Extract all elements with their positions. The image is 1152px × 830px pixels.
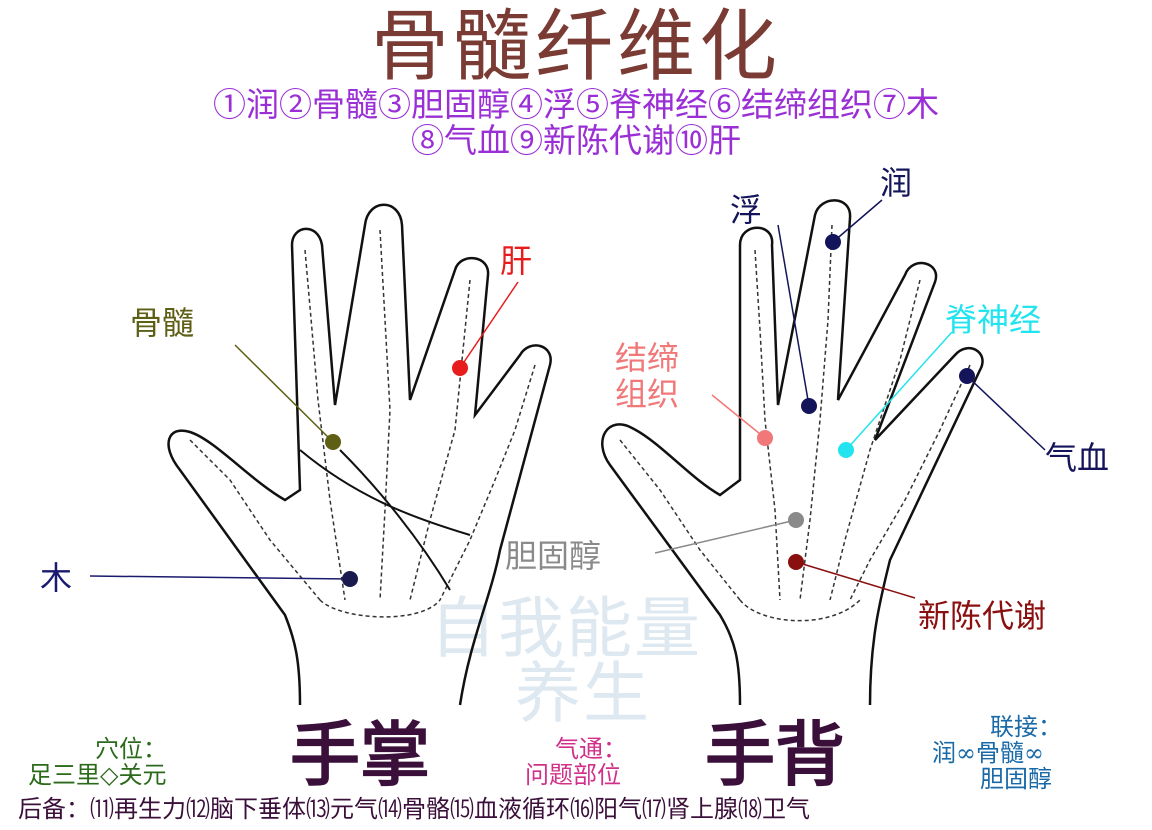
leader-gan (459, 281, 519, 369)
leader-run (832, 199, 883, 243)
leader-mu (89, 575, 351, 580)
palm-creases (299, 449, 471, 591)
lianjie-line2: 胆固醇 (980, 765, 1052, 793)
xuewei-title: 穴位： (95, 735, 167, 763)
label-jiedi-line2: 组织 (615, 375, 680, 413)
label-fu: 浮 (730, 191, 763, 229)
leader-danguchun (654, 519, 797, 554)
label-gan: 肝 (500, 242, 533, 280)
label-gusui: 骨髓 (130, 304, 195, 342)
point-gusui (325, 434, 341, 450)
xuewei-value: 足三里◇关元 (28, 761, 167, 789)
legend-line-2: ⑧气血⑨新陈代谢⑩肝 (411, 121, 741, 160)
label-xinchen: 新陈代谢 (918, 597, 1047, 635)
qitong-title: 气通： (555, 735, 627, 763)
watermark-line-1: 自我能量 (430, 590, 702, 667)
leader-xinchen (795, 561, 916, 599)
back-hand-outline (601, 199, 984, 706)
page-title: 骨髓纤维化 (370, 2, 781, 92)
label-run: 润 (880, 164, 913, 202)
footer-notes: 后备：⑾再生力⑿脑下垂体⒀元气⒁骨骼⒂血液循环⒃阳气⒄肾上腺⒅卫气 (18, 795, 810, 823)
point-jishenjing (838, 442, 854, 458)
label-mu: 木 (40, 559, 73, 597)
palm-bones (189, 229, 536, 618)
point-xinchen (788, 554, 804, 570)
point-run (825, 234, 841, 250)
palm-hand-outline (167, 203, 552, 706)
point-gan (452, 360, 468, 376)
watermark-line-2: 养生 (515, 655, 651, 732)
back-bones (619, 224, 971, 622)
back-label: 手背 (705, 713, 845, 796)
point-qixue (959, 368, 975, 384)
point-jiedi (757, 430, 773, 446)
leader-gusui (234, 344, 334, 443)
label-jishenjing: 脊神经 (945, 301, 1042, 339)
leader-qixue (966, 375, 1046, 451)
point-mu (342, 571, 358, 587)
lianjie-title: 联接： (990, 713, 1062, 741)
lianjie-line1: 润∞骨髓∞ (932, 739, 1044, 767)
point-danguchun (788, 512, 804, 528)
label-jiedi-line1: 结缔 (615, 339, 680, 377)
palm-label: 手掌 (290, 713, 430, 796)
legend-line-1: ①润②骨髓③胆固醇④浮⑤脊神经⑥结缔组织⑦木 (213, 85, 939, 124)
label-danguchun: 胆固醇 (505, 537, 602, 575)
point-fu (801, 398, 817, 414)
label-qixue: 气血 (1045, 439, 1110, 477)
leader-fu (777, 224, 810, 407)
qitong-value: 问题部位 (525, 761, 621, 789)
leader-jishenjing (845, 331, 953, 451)
leader-jiedi (711, 394, 766, 439)
